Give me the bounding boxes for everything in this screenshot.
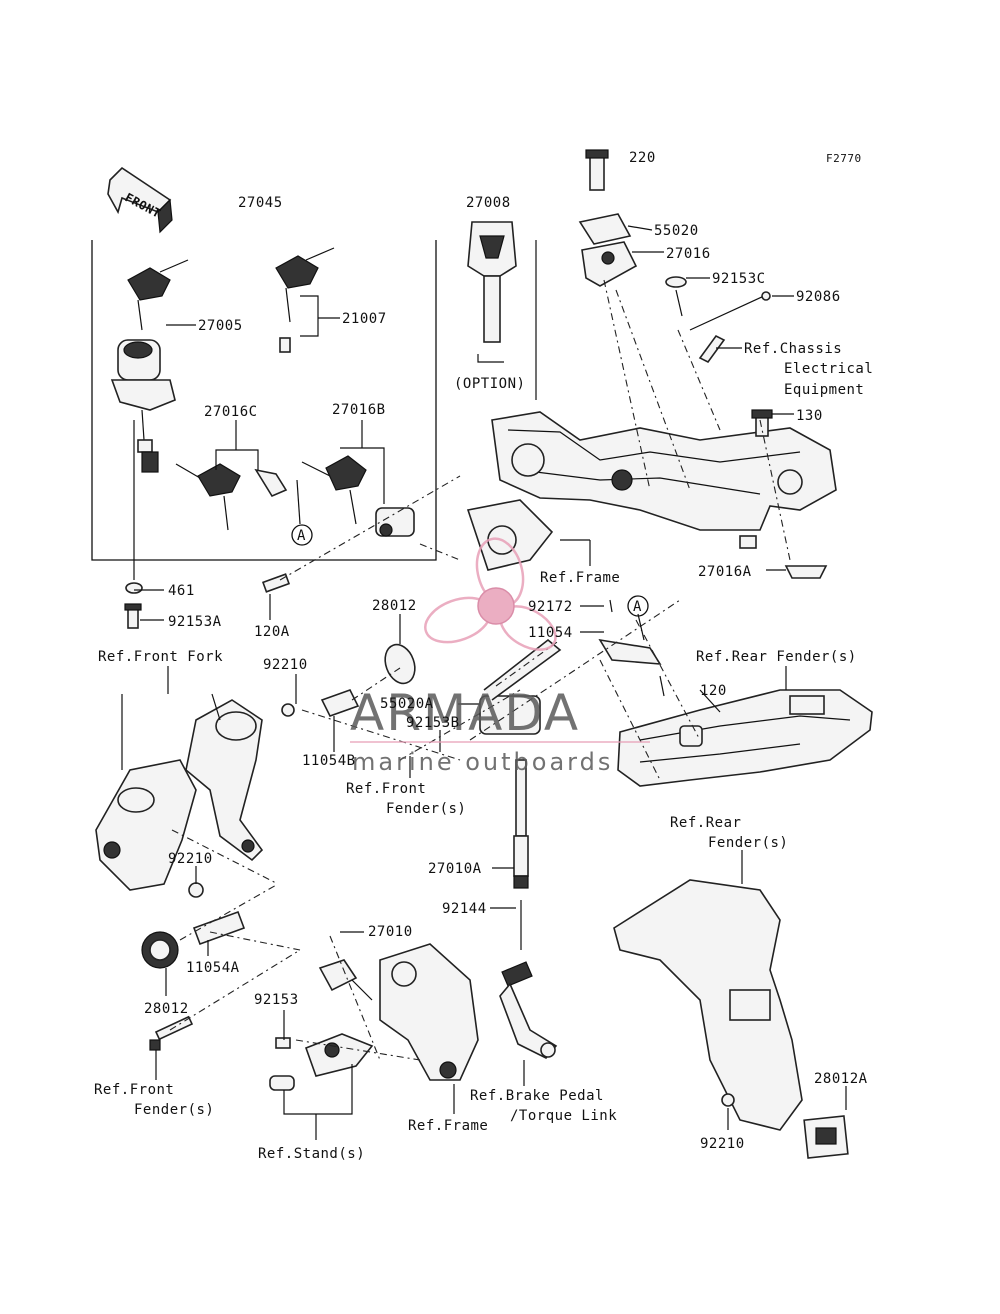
frame-assembly — [466, 411, 837, 571]
armada-watermark: ARMADA marine outboards — [350, 537, 650, 776]
reference-marker-a-2: A — [627, 595, 649, 617]
label-ref-frame-top: Ref.Frame — [540, 570, 620, 586]
label-55020: 55020 — [654, 223, 699, 239]
label-ref-frame-bottom: Ref.Frame — [408, 1118, 488, 1134]
ignition-switch — [110, 339, 176, 473]
figure-code: F2770 — [826, 152, 862, 165]
wire-92086 — [665, 276, 771, 364]
label-27016: 27016 — [666, 246, 711, 262]
seat-lock-bracket-11054 — [598, 599, 665, 697]
front-fork-brackets — [95, 699, 264, 891]
label-92144: 92144 — [442, 901, 487, 917]
label-ref-rear-1: Ref.Rear — [670, 815, 741, 831]
label-92210-bottom: 92210 — [700, 1136, 745, 1152]
frame-lower-bracket — [379, 943, 479, 1081]
watermark-brand: ARMADA — [350, 684, 580, 742]
label-28012-top: 28012 — [372, 598, 417, 614]
label-ref-front-fender-bot-2: Fender(s) — [134, 1102, 214, 1118]
label-92153: 92153 — [254, 992, 299, 1008]
label-ref-brake-2: /Torque Link — [510, 1108, 617, 1124]
washer-461 — [125, 582, 143, 594]
label-55020A: 55020A — [380, 696, 434, 712]
reflector-28012-top — [384, 643, 416, 685]
label-27005: 27005 — [198, 318, 243, 334]
label-120: 120 — [700, 683, 727, 699]
bolt-92153A — [124, 603, 142, 629]
side-stand-switch — [269, 959, 374, 1091]
label-ref-front-fender-bot-1: Ref.Front — [94, 1082, 174, 1098]
label-option: (OPTION) — [454, 376, 525, 392]
key-21007 — [275, 247, 335, 353]
callout-labels: F2770 220 55020 27016 92153C 92086 Ref.C… — [94, 150, 873, 1162]
rear-subframe — [617, 689, 873, 787]
bolt-long-front-fender — [149, 1015, 194, 1051]
label-461: 461 — [168, 583, 195, 599]
label-27045: 27045 — [238, 195, 283, 211]
label-ref-rear-2: Fender(s) — [708, 835, 788, 851]
leader-lines — [133, 279, 791, 1061]
front-direction-arrow: FRONT — [107, 166, 173, 234]
key-set-bracket — [91, 240, 437, 561]
reference-marker-a: A — [291, 524, 313, 546]
label-92153A: 92153A — [168, 614, 222, 630]
label-28012A: 28012A — [814, 1071, 868, 1087]
rear-fender — [613, 879, 849, 1159]
label-ref-stand: Ref.Stand(s) — [258, 1146, 365, 1162]
label-ref-chassis-3: Equipment — [784, 382, 864, 398]
label-11054A: 11054A — [186, 960, 240, 976]
brake-pedal — [499, 961, 558, 1059]
key-27016B — [301, 455, 415, 537]
label-120A: 120A — [254, 624, 290, 640]
label-ref-front-fender-mid-2: Fender(s) — [386, 801, 466, 817]
label-27008: 27008 — [466, 195, 511, 211]
label-92153B: 92153B — [406, 715, 460, 731]
label-28012-bottom: 28012 — [144, 1001, 189, 1017]
label-ref-chassis-2: Electrical — [784, 361, 873, 377]
label-27016C: 27016C — [204, 404, 258, 420]
label-92172: 92172 — [528, 599, 573, 615]
watermark-tagline: marine outboards — [352, 748, 613, 776]
bracket-11054B — [281, 689, 360, 717]
label-92153C: 92153C — [712, 271, 766, 287]
key-27008-option — [467, 221, 517, 363]
key-27005 — [127, 259, 189, 331]
key-27016C — [175, 463, 288, 531]
label-27016B: 27016B — [332, 402, 386, 418]
label-27016A: 27016A — [698, 564, 752, 580]
label-92210-mid: 92210 — [168, 851, 213, 867]
label-11054B: 11054B — [302, 753, 356, 769]
label-ref-front-fender-mid-1: Ref.Front — [346, 781, 426, 797]
propeller-logo — [424, 537, 557, 651]
label-ref-rear-fender-top: Ref.Rear Fender(s) — [696, 649, 857, 665]
label-27010A: 27010A — [428, 861, 482, 877]
reference-marker-a2-label: A — [633, 599, 642, 615]
label-92086: 92086 — [796, 289, 841, 305]
bracket-11054A — [188, 882, 246, 946]
label-ref-chassis-1: Ref.Chassis — [744, 341, 842, 357]
reflector-28012-bottom — [141, 931, 179, 969]
label-27010: 27010 — [368, 924, 413, 940]
label-ref-front-fork: Ref.Front Fork — [98, 649, 223, 665]
bolt-130 — [751, 409, 773, 437]
label-220: 220 — [629, 150, 656, 166]
label-ref-brake-1: Ref.Brake Pedal — [470, 1088, 604, 1104]
label-21007: 21007 — [342, 311, 387, 327]
reference-marker-a-label: A — [297, 528, 306, 544]
steering-lock-mount — [578, 149, 638, 287]
lock-cable-assembly — [479, 638, 562, 950]
label-130: 130 — [796, 408, 823, 424]
bracket-27016A — [784, 565, 828, 579]
label-11054: 11054 — [528, 625, 573, 641]
label-leaders — [121, 225, 847, 1140]
label-92210-top: 92210 — [263, 657, 308, 673]
